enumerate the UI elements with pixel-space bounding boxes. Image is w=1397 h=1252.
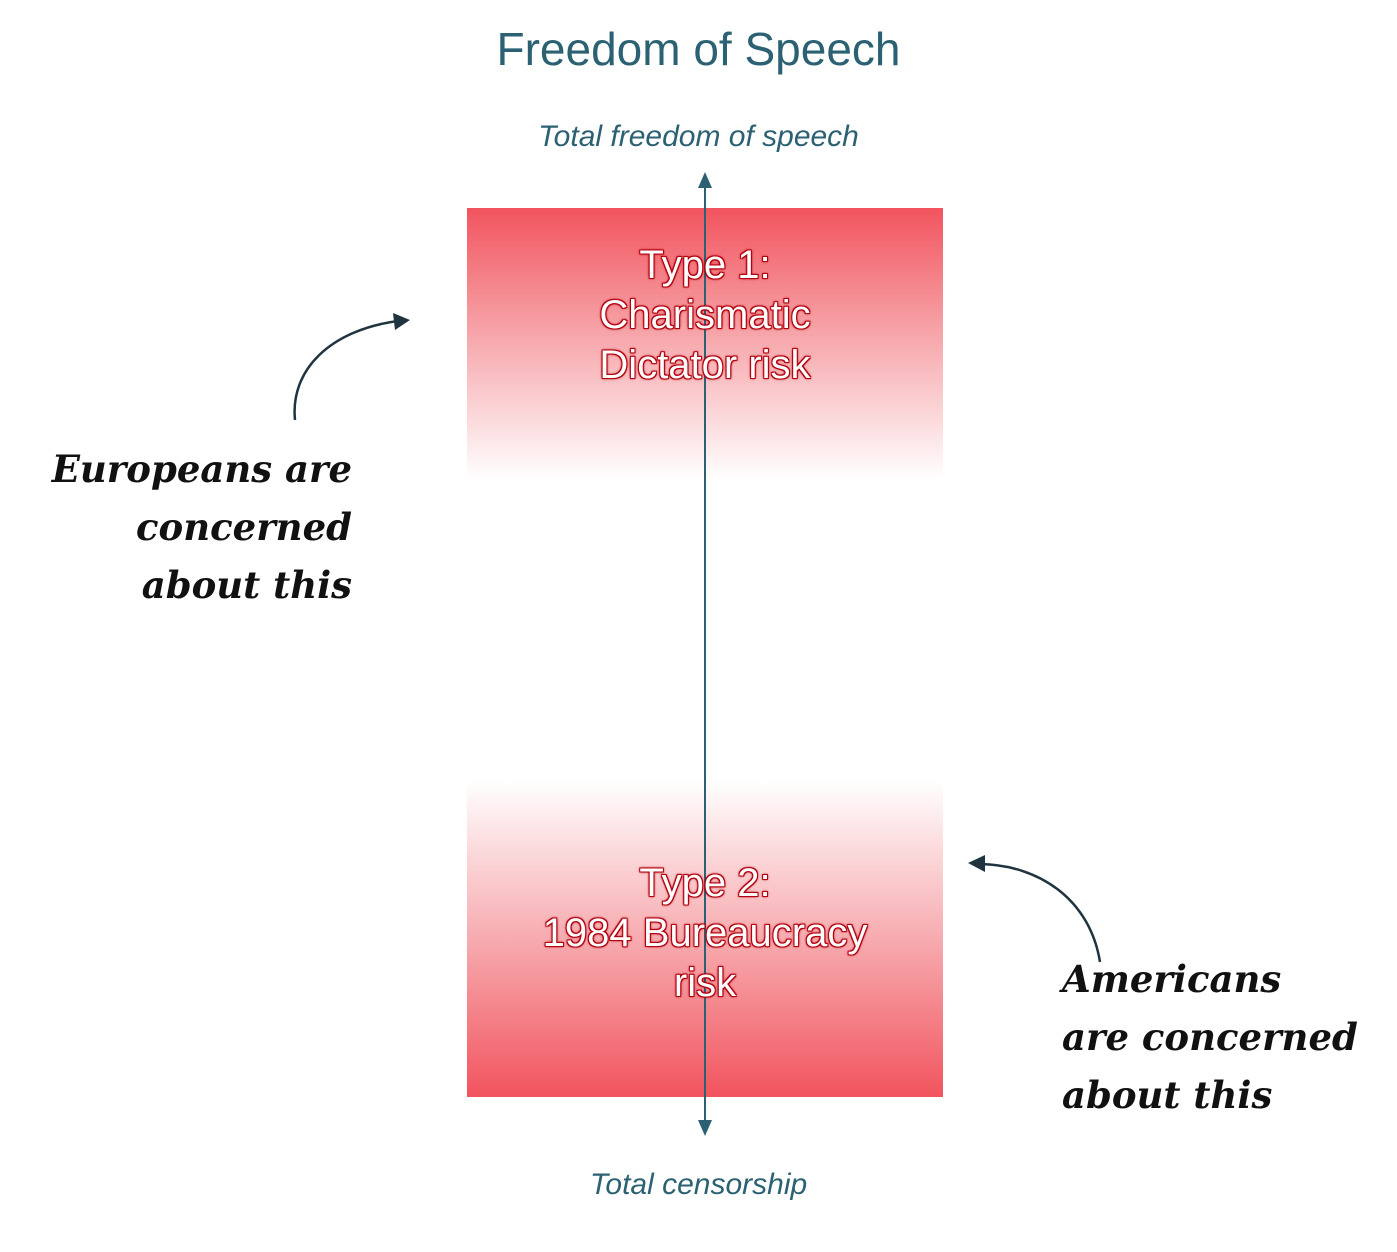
note-line: about this — [1062, 1073, 1273, 1117]
risk-label-bottom-line: 1984 Bureaucracy — [542, 911, 868, 955]
axis-top-label: Total freedom of speech — [538, 120, 859, 153]
risk-label-bottom-line: risk — [673, 961, 737, 1005]
risk-label-top-line: Type 1: — [639, 243, 771, 287]
curved-arrow-left — [293, 319, 399, 421]
risk-label-top-line: Dictator risk — [599, 343, 811, 387]
note-line: concerned — [136, 505, 352, 549]
axis-arrowhead-up — [698, 172, 712, 188]
risk-label-top-line: Charismatic — [599, 293, 811, 337]
note-line: Americans — [1062, 957, 1282, 1001]
note-line: about this — [141, 563, 352, 607]
axis-arrowhead-down — [698, 1120, 712, 1136]
curved-arrow-right-head — [968, 855, 985, 872]
note-europeans: Europeans are concerned about this — [40, 440, 352, 614]
diagram-title: Freedom of Speech — [496, 23, 901, 75]
axis-bottom-label: Total censorship — [589, 1168, 808, 1201]
note-line: Europeans are — [51, 447, 352, 491]
risk-label-bottom-line: Type 2: — [639, 861, 771, 905]
curved-arrow-left-head — [393, 313, 410, 330]
note-americans: Americans are concerned about this — [1062, 950, 1382, 1124]
note-line: are concerned — [1062, 1015, 1358, 1059]
risk-label-bottom: Type 2: 1984 Bureaucracy risk — [467, 858, 943, 1008]
curved-arrow-right — [979, 862, 1102, 963]
risk-label-top: Type 1: Charismatic Dictator risk — [467, 240, 943, 390]
